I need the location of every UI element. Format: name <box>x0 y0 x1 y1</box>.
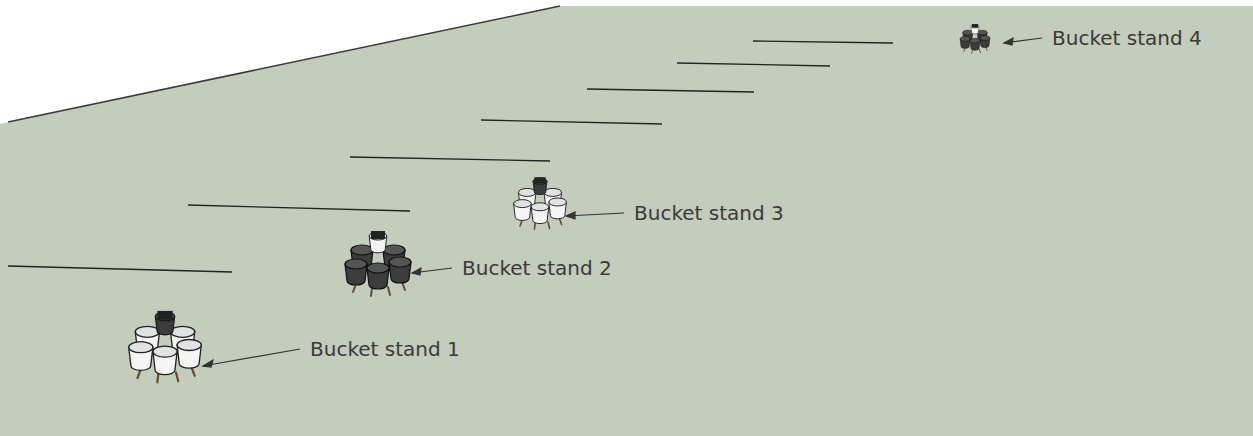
ground-plane <box>0 6 1253 436</box>
callout-label: Bucket stand 3 <box>634 200 784 226</box>
bucket-stand <box>960 24 990 53</box>
bucket-stand <box>345 231 411 296</box>
ground-edge <box>8 6 560 122</box>
callout-label: Bucket stand 4 <box>1052 25 1202 51</box>
leader-lines <box>203 38 1042 367</box>
bucket-stand <box>129 311 202 383</box>
layout-lines <box>8 41 893 272</box>
callout-label: Bucket stand 2 <box>462 255 612 281</box>
bucket-stand <box>514 177 567 229</box>
callout-label: Bucket stand 1 <box>310 336 460 362</box>
